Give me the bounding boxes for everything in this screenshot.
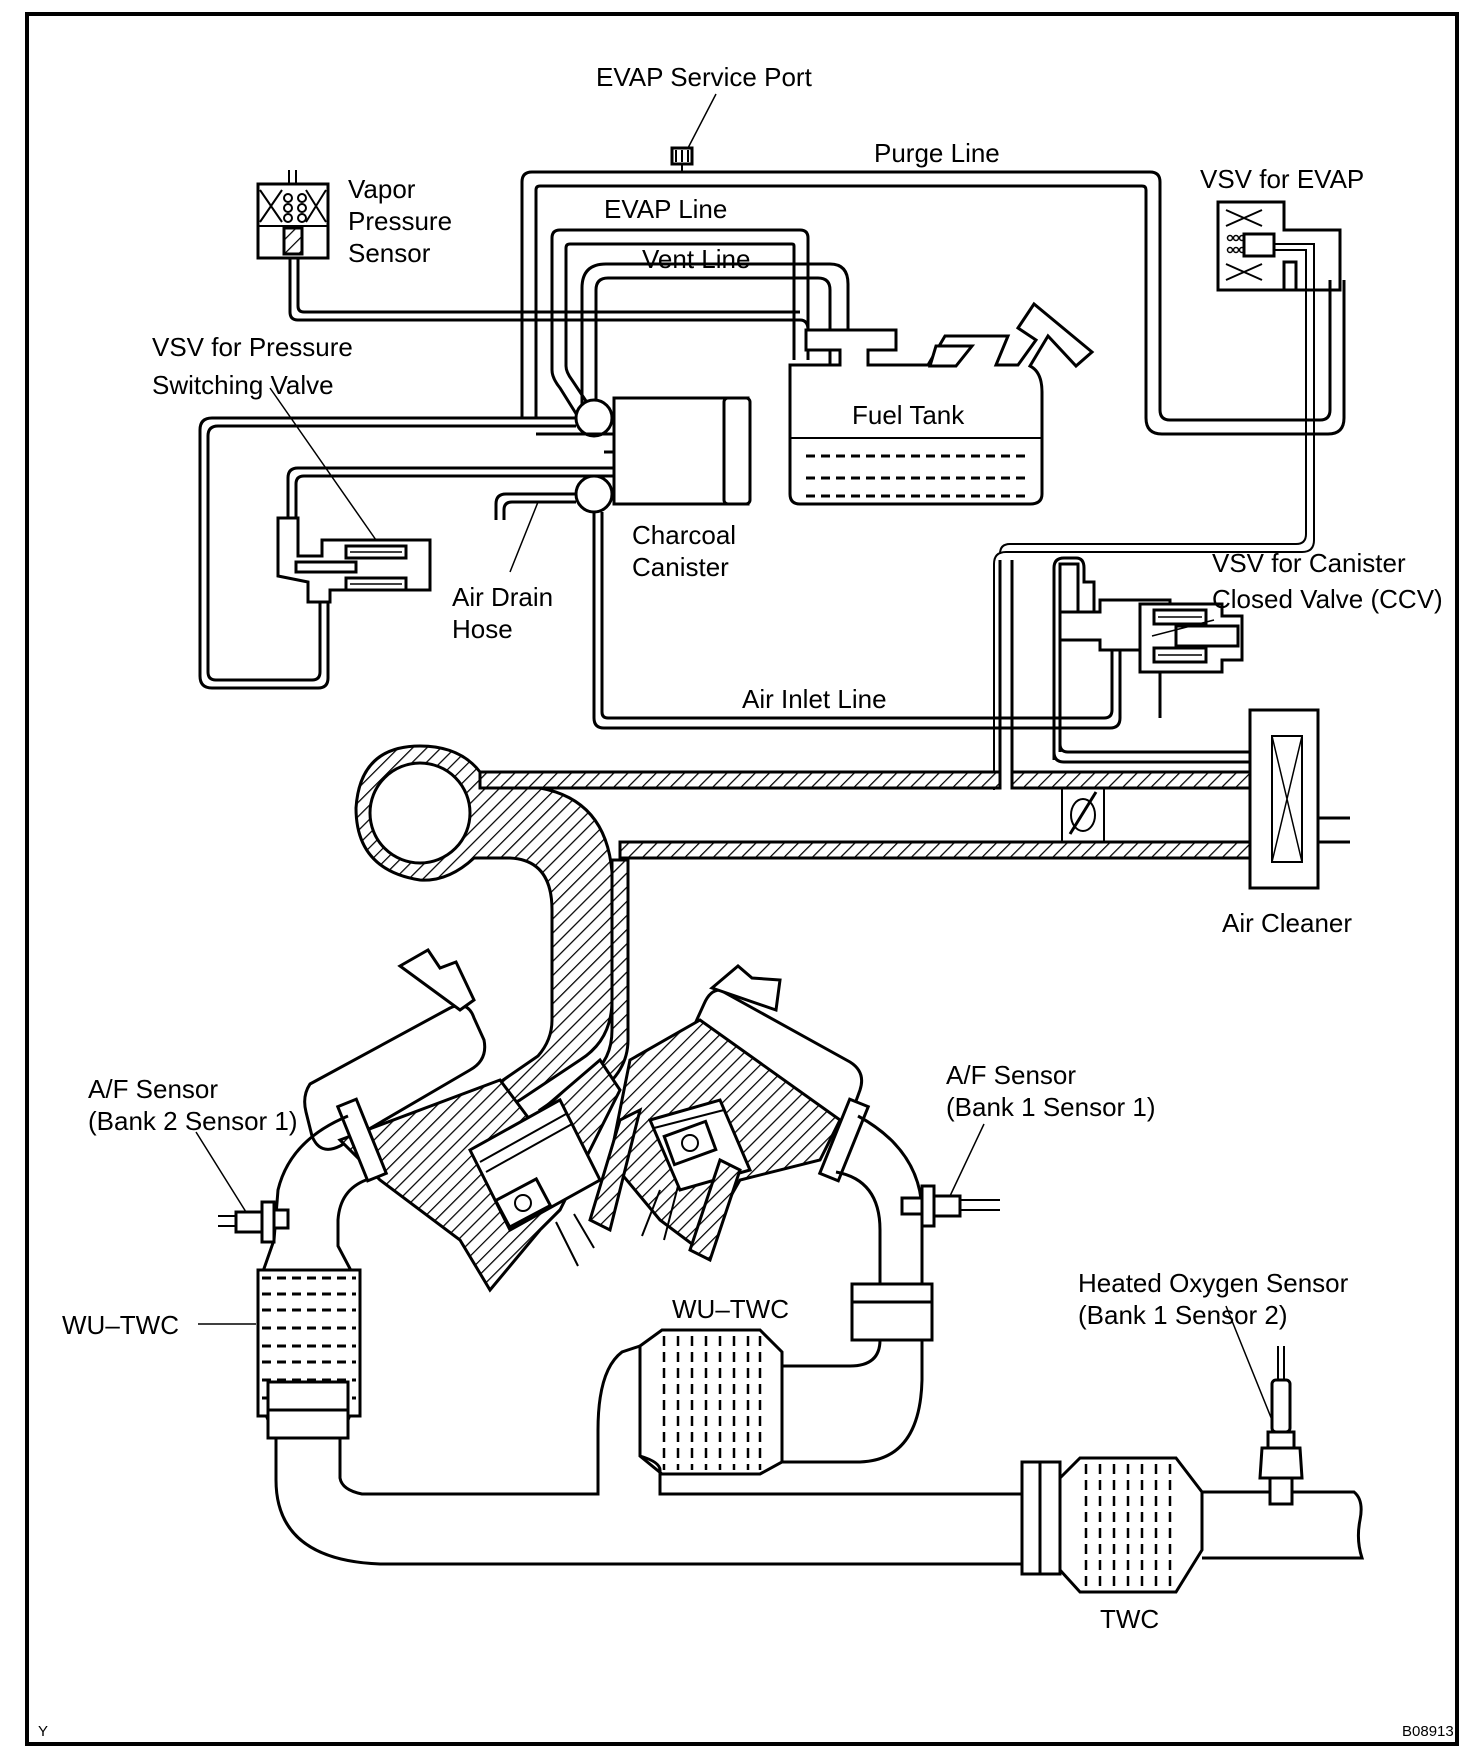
label-charcoal-canister-1: Charcoal xyxy=(632,520,736,550)
af-sensor-bank2 xyxy=(195,1131,290,1244)
air-inlet-line xyxy=(592,512,1122,730)
label-purge-line: Purge Line xyxy=(874,138,1000,168)
label-air-cleaner: Air Cleaner xyxy=(1222,908,1352,938)
vsv-for-evap xyxy=(993,200,1342,790)
label-heated-oxygen-sensor-1: Heated Oxygen Sensor xyxy=(1078,1268,1349,1298)
label-vsv-ccv-2: Closed Valve (CCV) xyxy=(1212,584,1443,614)
exhaust-pipe-bank2 xyxy=(256,1114,1022,1566)
piston-left xyxy=(468,1097,602,1233)
figure-code: B08913 xyxy=(1402,1723,1454,1740)
label-af-sensor-bank2-1: A/F Sensor xyxy=(88,1074,218,1104)
label-twc: TWC xyxy=(1100,1604,1159,1634)
air-drain-hose xyxy=(494,492,576,573)
fuel-tank xyxy=(788,301,1095,506)
label-af-sensor-bank1-1: A/F Sensor xyxy=(946,1060,1076,1090)
air-drain-hose-leader xyxy=(509,501,539,573)
vsv-psv-leader xyxy=(269,387,377,541)
label-vapor-pressure-sensor-1: Vapor xyxy=(348,174,416,204)
label-evap-service-port: EVAP Service Port xyxy=(596,62,813,92)
label-af-sensor-bank1-2: (Bank 1 Sensor 1) xyxy=(946,1092,1156,1122)
label-evap-line: EVAP Line xyxy=(604,194,727,224)
label-vapor-pressure-sensor-3: Sensor xyxy=(348,238,431,268)
label-fuel-tank: Fuel Tank xyxy=(852,400,965,430)
vent-line xyxy=(580,262,850,404)
vsv-pressure-switching-valve xyxy=(198,387,614,690)
label-vsv-psv-1: VSV for Pressure xyxy=(152,332,353,362)
label-air-inlet-line: Air Inlet Line xyxy=(742,684,887,714)
label-air-drain-hose-1: Air Drain xyxy=(452,582,553,612)
label-charcoal-canister-2: Canister xyxy=(632,552,729,582)
evap-line xyxy=(550,228,810,421)
vsv-ccv xyxy=(1052,556,1250,764)
label-af-sensor-bank2-2: (Bank 2 Sensor 1) xyxy=(88,1106,298,1136)
intake-duct xyxy=(478,560,1252,860)
intake-manifold xyxy=(354,744,630,1136)
af-sensor-bank1-leader xyxy=(949,1123,985,1197)
vsv-ccv-leader xyxy=(1151,619,1215,637)
label-wu-twc-left: WU–TWC xyxy=(62,1310,179,1340)
purge-line xyxy=(520,170,1346,436)
label-heated-oxygen-sensor-2: (Bank 1 Sensor 2) xyxy=(1078,1300,1288,1330)
label-wu-twc-center: WU–TWC xyxy=(672,1294,789,1324)
label-vent-line: Vent Line xyxy=(642,244,750,274)
air-cleaner xyxy=(1248,708,1350,890)
af-sensor-bank1 xyxy=(900,1123,1000,1228)
label-air-drain-hose-2: Hose xyxy=(452,614,513,644)
vapor-pressure-sensor xyxy=(256,170,810,360)
af-sensor-bank2-leader xyxy=(195,1131,247,1213)
throttle-valve xyxy=(1061,787,1105,843)
main-twc xyxy=(1020,1456,1365,1594)
engine xyxy=(303,948,871,1293)
figure-frame xyxy=(25,12,1459,1746)
corner-mark: Y xyxy=(38,1723,48,1740)
heated-oxygen-sensor xyxy=(1225,1305,1304,1506)
evap-service-port xyxy=(670,93,717,172)
heated-oxygen-sensor-leader xyxy=(1225,1305,1273,1421)
label-vsv-psv-2: Switching Valve xyxy=(152,370,334,400)
label-vsv-ccv-1: VSV for Canister xyxy=(1212,548,1406,578)
label-vapor-pressure-sensor-2: Pressure xyxy=(348,206,452,236)
exhaust-pipe-bank1 xyxy=(638,1114,1022,1496)
evap-service-port-leader xyxy=(687,93,717,149)
label-vsv-for-evap: VSV for EVAP xyxy=(1200,164,1364,194)
